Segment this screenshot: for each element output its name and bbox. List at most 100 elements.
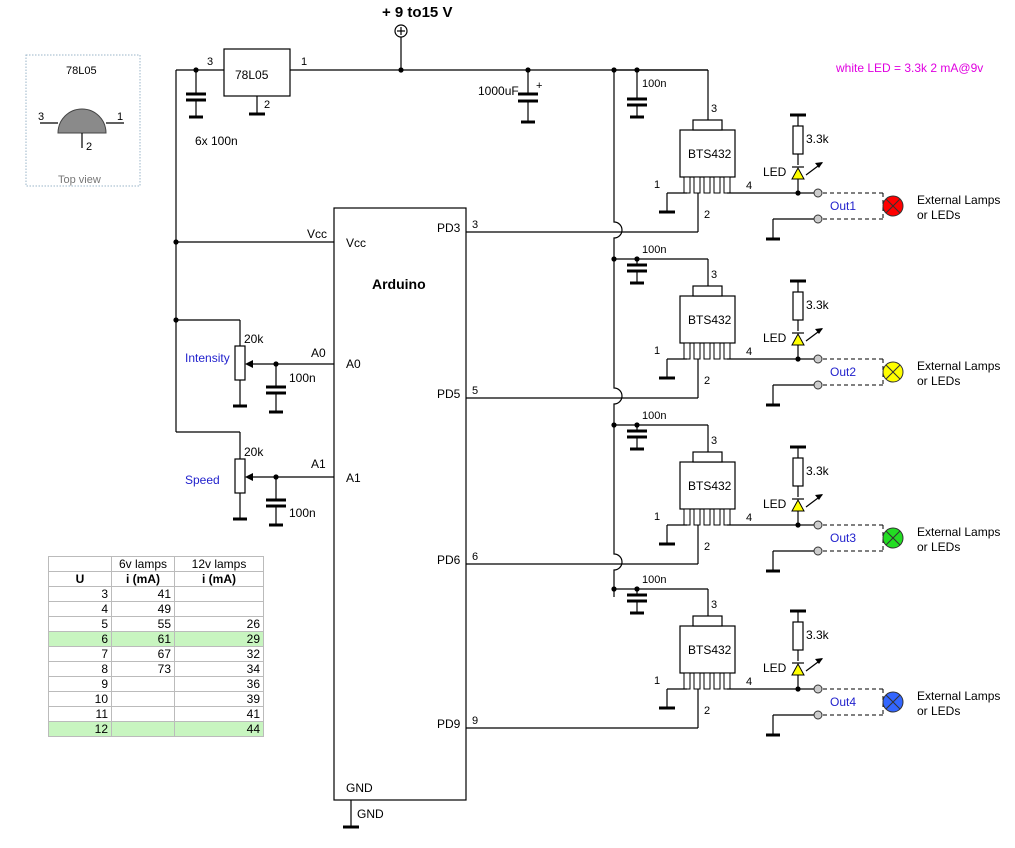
arduino-vcc-pin: Vcc bbox=[346, 236, 366, 250]
intensity-pot bbox=[176, 319, 334, 414]
arduino-board bbox=[333, 207, 467, 801]
pinout-title: 78L05 bbox=[66, 65, 97, 77]
arduino-pd-pin: PD3 bbox=[437, 221, 461, 235]
table-row: 9 36 bbox=[48, 676, 264, 692]
table-cell bbox=[111, 706, 175, 722]
driver-bts432 bbox=[679, 129, 736, 178]
driver-pin-1: 1 bbox=[654, 179, 660, 191]
output-terminal bbox=[813, 354, 823, 364]
table-header: 6v lamps bbox=[111, 556, 175, 572]
table-cell: 34 bbox=[174, 661, 264, 677]
table-header: 12v lamps bbox=[174, 556, 264, 572]
external-lamps-label: or LEDs bbox=[917, 704, 960, 718]
table-cell: 6 bbox=[48, 631, 112, 647]
arduino-name: Arduino bbox=[372, 276, 426, 292]
intensity-pot-value: 20k bbox=[244, 332, 264, 346]
vcc-net-label: Vcc bbox=[307, 227, 327, 241]
external-lamp-icon bbox=[882, 691, 904, 713]
table-cell: 7 bbox=[48, 646, 112, 662]
table-cell: 10 bbox=[48, 691, 112, 707]
pinout-pin-1: 1 bbox=[117, 111, 123, 123]
table-cell: 29 bbox=[174, 631, 264, 647]
driver-pin-3: 3 bbox=[711, 435, 717, 447]
speed-pot bbox=[176, 431, 334, 527]
driver-pin-2: 2 bbox=[704, 209, 710, 221]
led-label: LED bbox=[763, 165, 787, 179]
external-lamps-label: External Lamps bbox=[917, 689, 1000, 703]
table-cell: 9 bbox=[48, 676, 112, 692]
driver-pin-3: 3 bbox=[711, 103, 717, 115]
table-cell bbox=[111, 676, 175, 692]
driver-pin-3: 3 bbox=[711, 599, 717, 611]
driver-name: BTS432 bbox=[688, 479, 732, 493]
output-terminal bbox=[813, 520, 823, 530]
table-cell: 4 bbox=[48, 601, 112, 617]
led-resistor-value: 3.3k bbox=[806, 132, 830, 146]
table-cell: 8 bbox=[48, 661, 112, 677]
arduino-pd-pin: PD9 bbox=[437, 717, 461, 731]
led-resistor-value: 3.3k bbox=[806, 298, 830, 312]
output-terminal bbox=[813, 214, 823, 224]
led-resistor bbox=[792, 125, 804, 155]
table-cell: 36 bbox=[174, 676, 264, 692]
bulk-cap-polarity: + bbox=[536, 80, 542, 92]
pinout-pin-2: 2 bbox=[86, 141, 92, 153]
external-lamp-icon bbox=[882, 361, 904, 383]
output-label: Out3 bbox=[830, 531, 856, 545]
a0-net-label: A0 bbox=[311, 346, 326, 360]
external-lamps-label: External Lamps bbox=[917, 359, 1000, 373]
table-cell: 55 bbox=[111, 616, 175, 632]
table-cell: 41 bbox=[174, 706, 264, 722]
driver-name: BTS432 bbox=[688, 147, 732, 161]
external-lamps-label: or LEDs bbox=[917, 540, 960, 554]
table-cell: 12 bbox=[48, 721, 112, 737]
output-terminal bbox=[813, 546, 823, 556]
indicator-led-icon bbox=[791, 498, 805, 512]
external-lamp-icon bbox=[882, 527, 904, 549]
arduino-pd-number: 6 bbox=[472, 551, 478, 563]
table-subheader: i (mA) bbox=[111, 571, 175, 587]
table-cell: 41 bbox=[111, 586, 175, 602]
to92-package-icon bbox=[57, 108, 107, 134]
external-lamp-icon bbox=[882, 195, 904, 217]
table-cell bbox=[174, 586, 264, 602]
output-label: Out4 bbox=[830, 695, 856, 709]
led-resistor-value: 3.3k bbox=[806, 464, 830, 478]
external-lamps-label: or LEDs bbox=[917, 208, 960, 222]
driver-pin-2: 2 bbox=[704, 375, 710, 387]
table-cell: 73 bbox=[111, 661, 175, 677]
table-cell: 11 bbox=[48, 706, 112, 722]
table-cell: 32 bbox=[174, 646, 264, 662]
table-cell: 61 bbox=[111, 631, 175, 647]
a1-cap-value: 100n bbox=[289, 506, 316, 520]
table-header bbox=[48, 556, 112, 572]
a1-net-label: A1 bbox=[311, 457, 326, 471]
output-terminal bbox=[813, 380, 823, 390]
output-terminal bbox=[813, 710, 823, 720]
indicator-led-icon bbox=[791, 662, 805, 676]
driver-bts432 bbox=[679, 461, 736, 510]
arduino-pd-number: 9 bbox=[472, 715, 478, 727]
output-terminal bbox=[813, 684, 823, 694]
table-cell bbox=[174, 601, 264, 617]
output-label: Out1 bbox=[830, 199, 856, 213]
table-cell: 49 bbox=[111, 601, 175, 617]
ground-label: GND bbox=[357, 807, 384, 821]
supply-terminal bbox=[394, 24, 408, 70]
driver-pin-4: 4 bbox=[746, 512, 752, 524]
output-terminal bbox=[813, 188, 823, 198]
regulator-pin-1: 1 bbox=[301, 56, 307, 68]
led-resistor bbox=[792, 291, 804, 321]
driver-bts432 bbox=[679, 625, 736, 674]
arduino-pd-pin: PD6 bbox=[437, 553, 461, 567]
indicator-led-icon bbox=[791, 332, 805, 346]
